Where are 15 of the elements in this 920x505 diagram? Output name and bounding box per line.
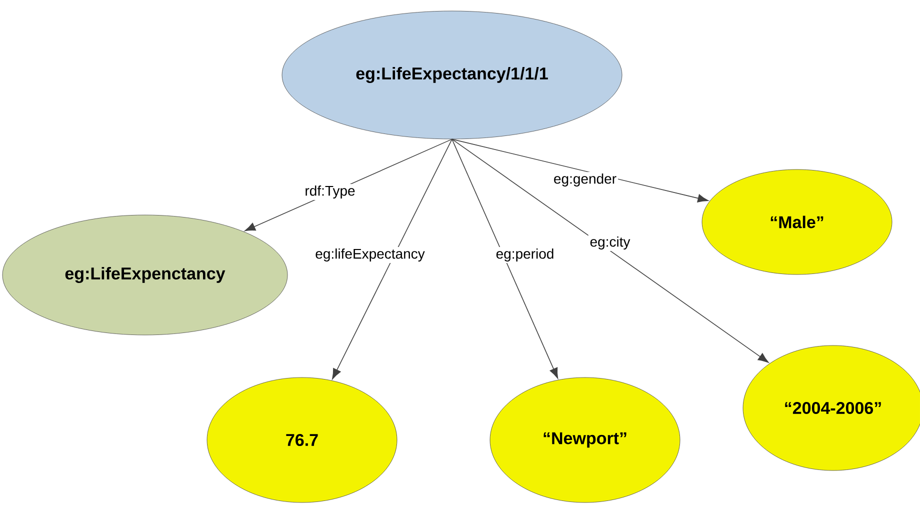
ellipse-node: “Male”: [702, 169, 892, 275]
edge-label: eg:gender: [552, 172, 618, 188]
ellipse-node: “Newport”: [490, 377, 680, 503]
arrow: [452, 138, 558, 379]
ellipse-node: 76.7: [206, 377, 398, 503]
edge-label: eg:lifeExpectancy: [314, 246, 426, 264]
ellipse-node: “2004-2006”: [742, 345, 920, 471]
edge-label: rdf:Type: [303, 184, 357, 200]
arrow: [332, 138, 452, 380]
edge-label: eg:period: [494, 246, 556, 264]
ellipse-node: eg:LifeExpenctancy: [2, 214, 288, 336]
edge-label: eg:city: [588, 234, 632, 252]
arrow: [452, 138, 769, 363]
arrow: [452, 138, 708, 202]
ellipse-node: eg:LifeExpectancy/1/1/1: [282, 10, 622, 140]
